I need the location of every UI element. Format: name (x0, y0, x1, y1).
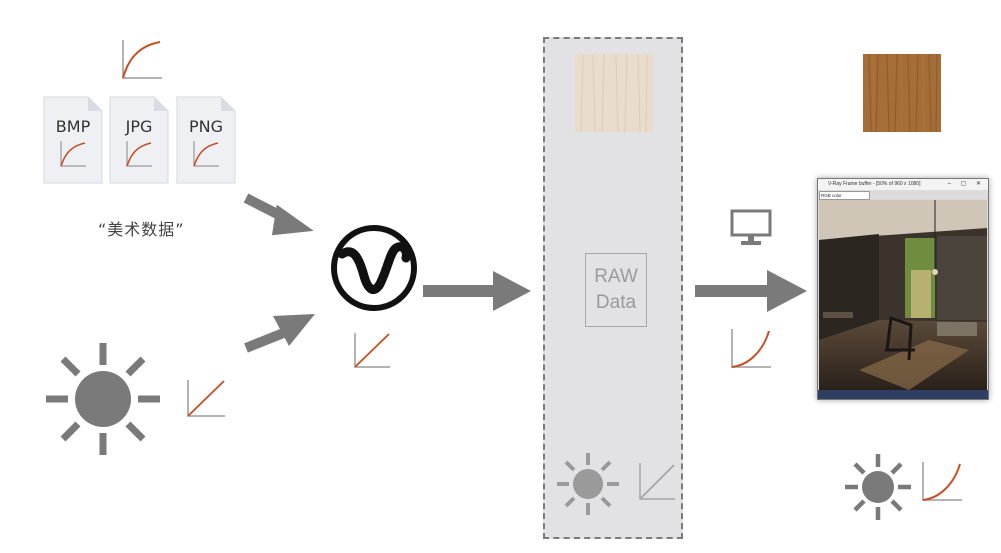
sun-icon (46, 343, 160, 455)
monitor-icon (730, 209, 772, 245)
data-label: Data (595, 292, 637, 313)
window-controls[interactable]: – ▢ ✕ (947, 181, 985, 187)
sun-icon (557, 453, 619, 515)
render-image (819, 200, 987, 390)
vfb-statusbar (818, 390, 988, 399)
file-type-label: BMP (55, 117, 91, 136)
sun-icon (845, 454, 911, 520)
raw-data-panel: RAW Data (543, 37, 683, 539)
gamma-curve-icon (126, 141, 152, 167)
gamma-curve-icon (193, 141, 219, 167)
linear-curve-icon (354, 333, 390, 368)
file-type-label: PNG (188, 117, 223, 136)
raw-data-box: RAW Data (585, 253, 647, 327)
art-data-caption: “美术数据” (98, 220, 185, 239)
gamma-curve-icon (122, 40, 162, 79)
vfb-toolbar: RGB color (818, 190, 988, 200)
raw-label: RAW (594, 266, 638, 287)
linear-curve-icon (187, 380, 225, 417)
dark-wood-texture (863, 53, 941, 133)
gamma-curve-icon (731, 329, 771, 368)
window-titlebar: V-Ray Frame buffer - [50% of 960 x 1080]… (818, 179, 988, 190)
png-file-icon: PNG (176, 96, 236, 184)
linear-curve-icon (639, 463, 675, 500)
gamma-curve-icon (922, 462, 962, 501)
light-wood-texture (575, 53, 653, 133)
arrow-icon (243, 193, 314, 236)
arrow-icon (423, 271, 531, 311)
window-title: V-Ray Frame buffer - [50% of 960 x 1080] (828, 181, 921, 187)
arrow-icon (244, 314, 315, 353)
vray-logo-icon (331, 225, 417, 311)
channel-select[interactable]: RGB color (819, 191, 870, 200)
vray-frame-buffer-window: V-Ray Frame buffer - [50% of 960 x 1080]… (817, 178, 989, 400)
arrow-icon (695, 270, 807, 312)
gamma-curve-icon (60, 141, 86, 167)
bmp-file-icon: BMP (43, 96, 103, 184)
file-type-label: JPG (125, 117, 153, 136)
jpg-file-icon: JPG (109, 96, 169, 184)
